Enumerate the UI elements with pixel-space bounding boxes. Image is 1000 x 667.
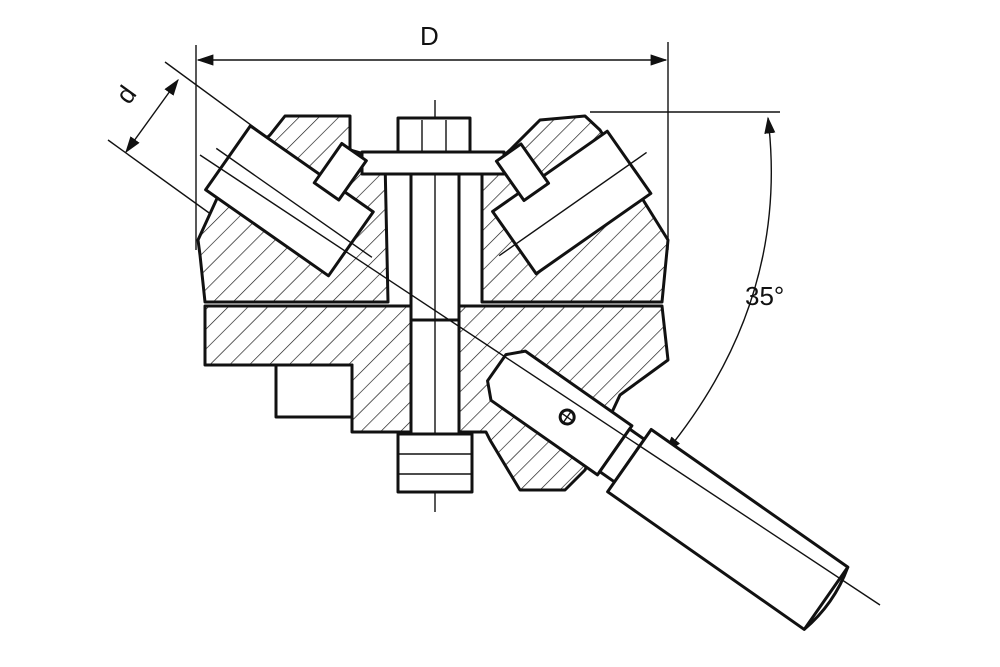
- base-foot: [274, 363, 354, 419]
- dimension-D-label: D: [420, 21, 439, 51]
- left-insert: [204, 124, 375, 278]
- left-screw: [312, 141, 368, 202]
- tool-axis: [199, 154, 881, 606]
- right-insert: [491, 129, 653, 276]
- washer: [360, 150, 506, 176]
- bolt-head: [396, 116, 472, 158]
- angle-label: 35°: [745, 281, 784, 311]
- angle-dimension: 35°: [590, 111, 784, 454]
- right-screw: [494, 142, 551, 202]
- hex-nut: [396, 432, 474, 494]
- dimension-d-label: d: [110, 80, 143, 109]
